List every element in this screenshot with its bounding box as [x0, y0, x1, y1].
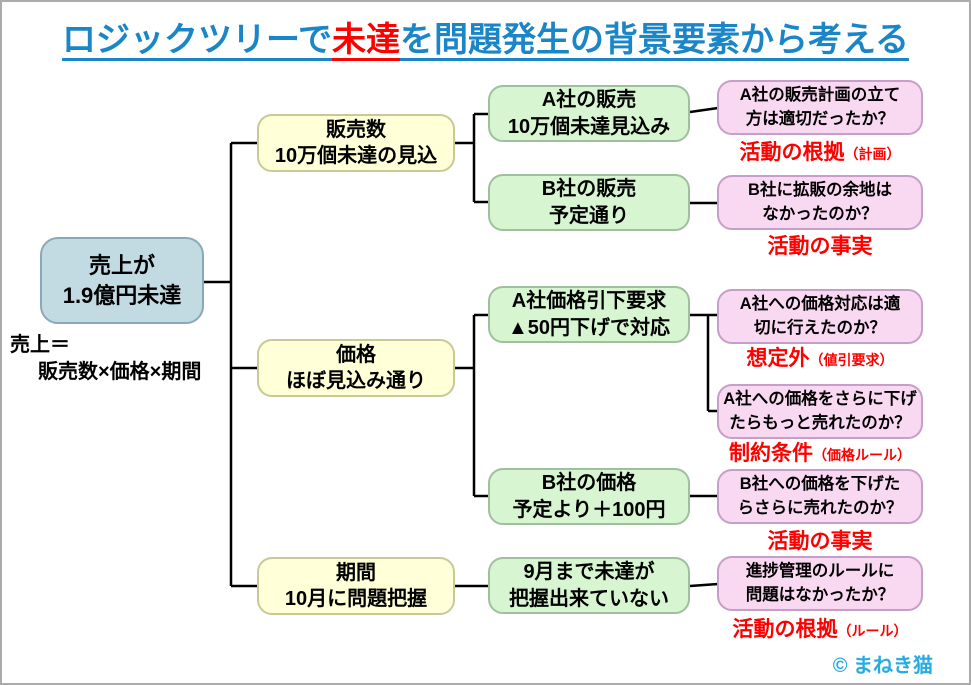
copyright-credit: © まねき猫	[833, 649, 933, 678]
node-question-b-discount: B社への価格を下げた らさらに売れたのか？	[717, 469, 923, 524]
node-question-further-discount: A社への価格をさらに下げ たらもっと売れたのか？	[717, 384, 923, 439]
formula-line2: 販売数×価格×期間	[38, 361, 202, 383]
category-label-basis-plan: 活動の根拠（計画）	[700, 136, 940, 166]
sales-formula: 売上＝ 販売数×価格×期間	[10, 332, 201, 386]
node-company-b-price: B社の価格 予定より＋100円	[488, 468, 690, 525]
label-paren: （計画）	[844, 146, 901, 162]
node-question-expansion: B社に拡販の余地は なかったのか？	[717, 175, 923, 230]
title-part1: ロジックツリーで	[62, 21, 332, 59]
node-price: 価格 ほぼ見込み通り	[257, 339, 455, 397]
node-company-a-price-cut: A社価格引下要求 ▲50円下げで対応	[488, 286, 690, 343]
title-part2: を問題発生の背景要素から考える	[399, 21, 909, 59]
copyright-icon: ©	[832, 655, 848, 677]
label-paren: （値引要求）	[809, 352, 894, 368]
node-question-price-response: A社への価格対応は適 切に行えたのか？	[717, 289, 923, 344]
label-main: 活動の根拠	[739, 141, 845, 164]
node-question-progress-rule: 進捗管理のルールに 問題はなかったか？	[717, 556, 923, 611]
label-main: 活動の事実	[767, 235, 873, 258]
label-main: 想定外	[746, 347, 810, 370]
label-main: 活動の根拠	[732, 618, 838, 641]
node-period: 期間 10月に問題把握	[257, 557, 455, 615]
label-main: 制約条件	[729, 442, 813, 465]
title-highlight: 未達	[331, 21, 400, 59]
copyright-text: まねき猫	[853, 655, 933, 677]
category-label-constraint: 制約条件（価格ルール）	[700, 437, 940, 467]
node-question-plan: A社の販売計画の立て 方は適切だったか？	[717, 80, 923, 135]
node-company-b-sales: B社の販売 予定通り	[488, 174, 690, 231]
node-sales-shortfall: 売上が 1.9億円未達	[40, 237, 204, 324]
label-main: 活動の事実	[767, 530, 873, 553]
category-label-basis-rule: 活動の根拠（ルール）	[700, 613, 940, 643]
node-not-grasped-september: 9月まで未達が 把握出来ていない	[488, 557, 690, 614]
formula-line1: 売上＝	[10, 334, 70, 356]
category-label-activity-fact-2: 活動の事実	[700, 525, 940, 555]
label-paren: （価格ルール）	[813, 447, 911, 463]
node-sales-volume: 販売数 10万個未達の見込	[257, 114, 455, 172]
category-label-activity-fact-1: 活動の事実	[700, 230, 940, 260]
category-label-unexpected: 想定外（値引要求）	[700, 342, 940, 372]
node-company-a-sales: A社の販売 10万個未達見込み	[488, 85, 690, 142]
slide-title: ロジックツリーで未達を問題発生の背景要素から考える	[2, 12, 969, 61]
label-paren: （ルール）	[837, 623, 908, 639]
